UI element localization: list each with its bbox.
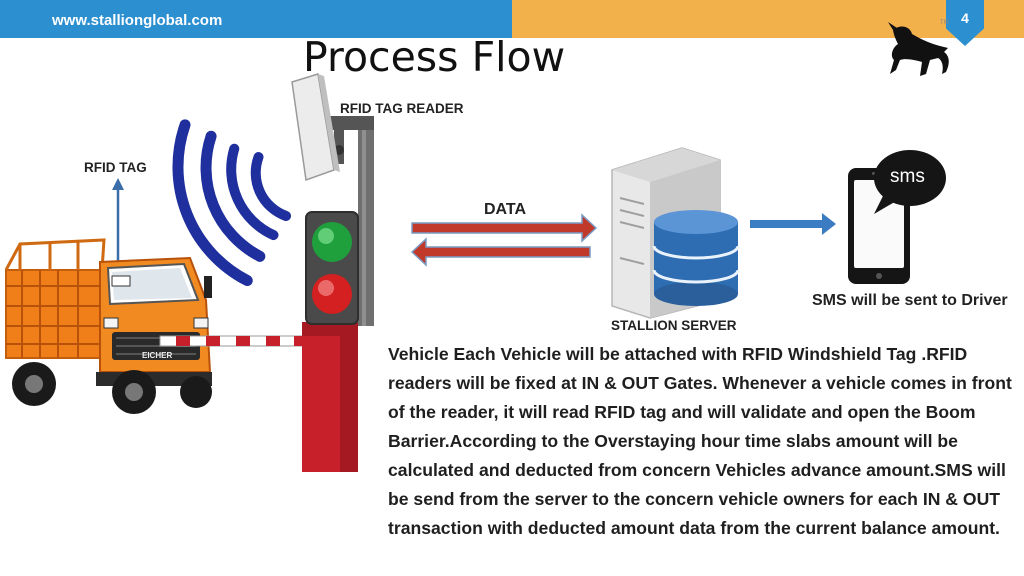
rfid-signal-waves-icon bbox=[172, 119, 291, 287]
sms-bubble-icon bbox=[874, 150, 946, 214]
boom-barrier-base bbox=[302, 322, 358, 472]
slide-title: Process Flow bbox=[303, 33, 566, 81]
trademark-mark: TM bbox=[940, 20, 949, 26]
data-transfer-arrows bbox=[410, 213, 598, 267]
header-bar-blue bbox=[0, 0, 512, 38]
rfid-reader-label: RFID TAG READER bbox=[340, 101, 464, 116]
site-url[interactable]: www.stallionglobal.com bbox=[52, 12, 223, 29]
sms-bubble-text: sms bbox=[890, 166, 925, 187]
horse-logo-icon bbox=[888, 22, 949, 76]
boom-barrier-arm bbox=[159, 335, 307, 347]
reader-pole bbox=[330, 116, 374, 326]
database-icon bbox=[652, 210, 740, 306]
truck-illustration: EICHER bbox=[4, 238, 212, 414]
data-label: DATA bbox=[484, 201, 527, 218]
rfid-tag-pointer bbox=[112, 178, 124, 270]
truck-brand-text: EICHER bbox=[142, 351, 172, 360]
server-to-phone-arrow bbox=[750, 213, 836, 235]
page-number: 4 bbox=[961, 10, 969, 26]
process-description: Vehicle Each Vehicle will be attached wi… bbox=[388, 344, 1012, 538]
server-label: STALLION SERVER bbox=[611, 318, 737, 333]
rfid-reader-device bbox=[291, 73, 340, 182]
traffic-light bbox=[305, 211, 359, 325]
rfid-tag-label: RFID TAG bbox=[84, 160, 147, 175]
header-bar-orange bbox=[512, 0, 1024, 38]
sms-caption: SMS will be sent to Driver bbox=[812, 292, 1008, 309]
